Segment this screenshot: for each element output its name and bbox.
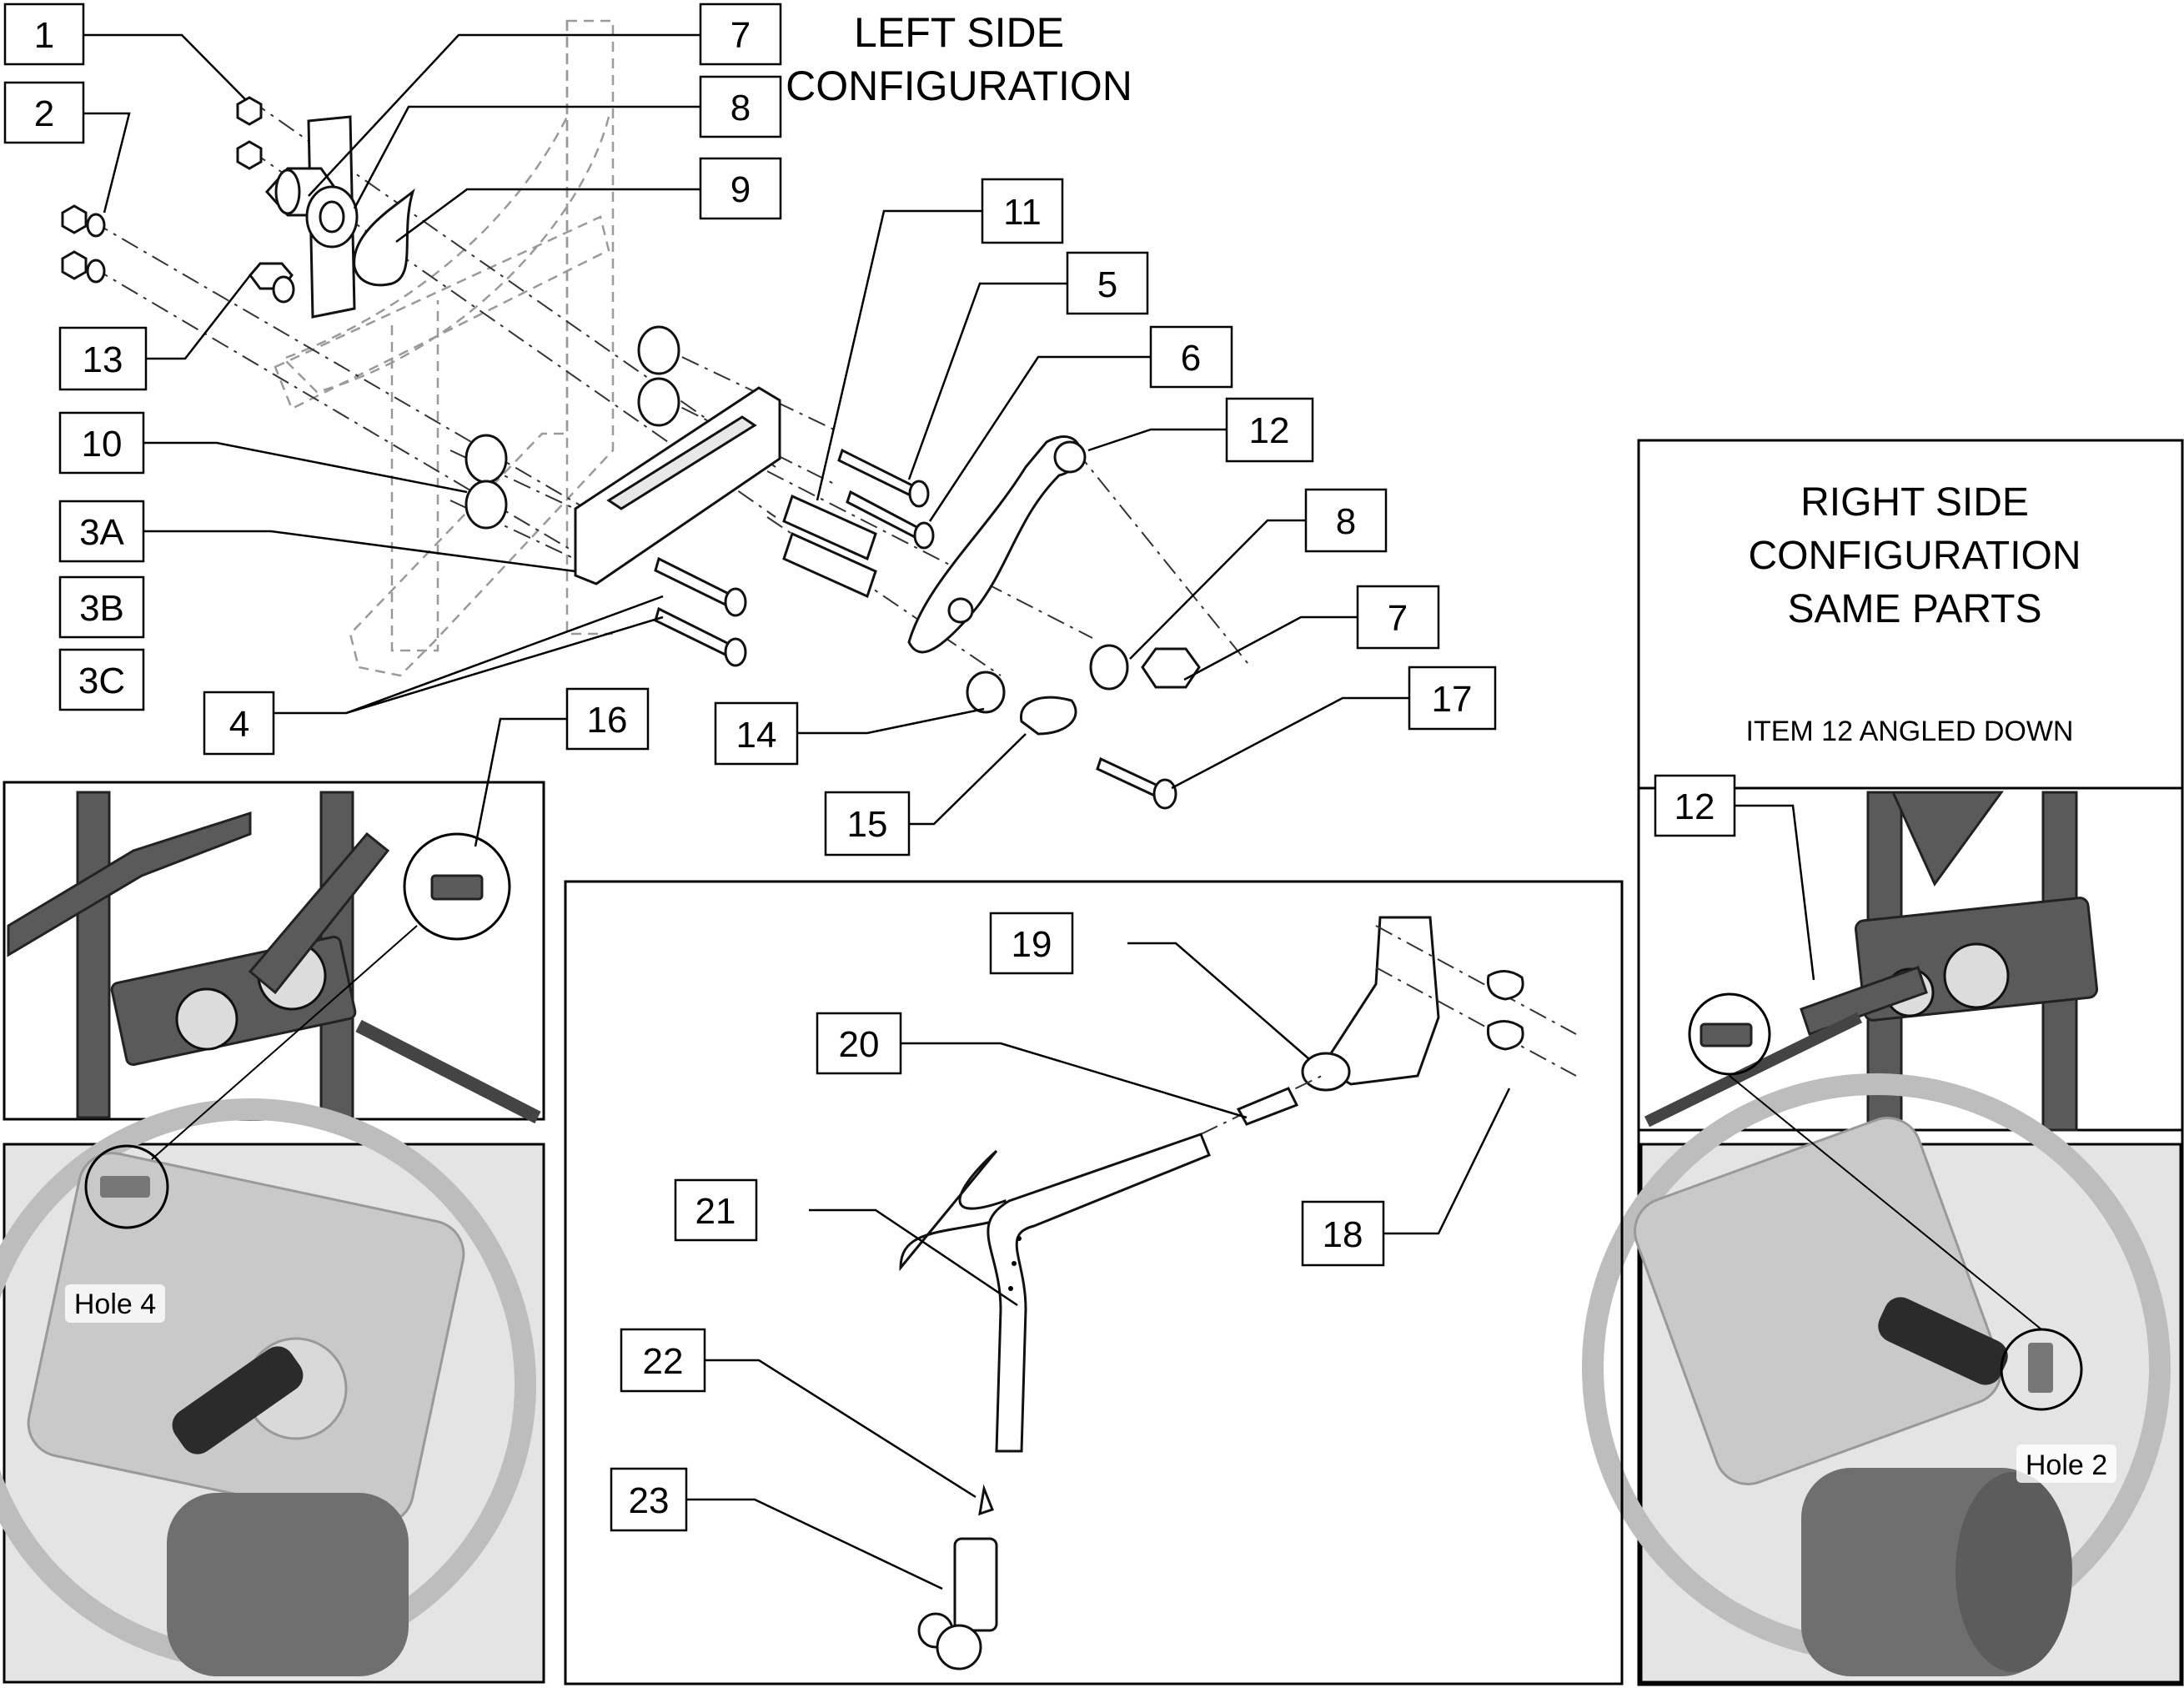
right-title-line2: CONFIGURATION xyxy=(1748,534,2081,578)
left-hole-circle xyxy=(84,1144,169,1229)
callout-18: 18 xyxy=(1301,1200,1385,1267)
callout-3B: 3B xyxy=(58,575,145,639)
callout-12-right: 12 xyxy=(1654,774,1736,837)
callout-20: 20 xyxy=(816,1012,902,1075)
svg-text:12: 12 xyxy=(1249,410,1290,451)
callout-3C: 3C xyxy=(58,648,145,711)
left-detail-circle xyxy=(403,832,511,941)
svg-text:3C: 3C xyxy=(78,661,125,701)
callout-21: 21 xyxy=(674,1178,758,1242)
callout-15: 15 xyxy=(824,791,911,857)
right-detail-circle xyxy=(1688,992,1771,1076)
callout-16: 16 xyxy=(565,687,650,751)
left-title-line2: CONFIGURATION xyxy=(786,63,1132,109)
svg-text:21: 21 xyxy=(695,1191,736,1232)
callout-10: 10 xyxy=(58,411,145,475)
svg-text:5: 5 xyxy=(1097,264,1117,305)
right-title-line1: RIGHT SIDE xyxy=(1800,480,2029,525)
right-hole-label: Hole 2 xyxy=(2026,1449,2107,1481)
svg-text:15: 15 xyxy=(847,804,888,845)
callout-13: 13 xyxy=(58,326,148,391)
svg-text:3A: 3A xyxy=(79,512,124,553)
left-wheel-photo: Hole 4 xyxy=(0,925,545,1684)
svg-text:17: 17 xyxy=(1432,679,1473,720)
svg-text:16: 16 xyxy=(587,700,628,741)
svg-text:9: 9 xyxy=(731,169,751,210)
callout-17: 17 xyxy=(1408,666,1497,731)
svg-text:8: 8 xyxy=(731,88,751,128)
callout-23: 23 xyxy=(610,1467,688,1532)
left-hole-label: Hole 4 xyxy=(74,1289,156,1320)
callout-11: 11 xyxy=(981,178,1064,244)
svg-text:10: 10 xyxy=(82,424,123,465)
callout-1: 1 xyxy=(3,3,85,66)
svg-text:14: 14 xyxy=(736,715,777,756)
callout-22: 22 xyxy=(620,1328,706,1393)
hardware-parts xyxy=(61,96,1201,810)
callout-2: 2 xyxy=(3,81,85,144)
right-title-line3: SAME PARTS xyxy=(1788,587,2042,631)
callout-19: 19 xyxy=(989,912,1074,975)
caster-arm-panel xyxy=(564,880,1624,1685)
callout-3A: 3A xyxy=(58,500,145,563)
svg-text:19: 19 xyxy=(1012,924,1052,965)
right-wheel-photo: Hole 2 xyxy=(1582,1073,2182,1684)
callout-12-main: 12 xyxy=(1225,397,1314,463)
svg-text:6: 6 xyxy=(1181,338,1201,379)
svg-text:7: 7 xyxy=(731,15,751,56)
svg-text:23: 23 xyxy=(629,1480,670,1521)
svg-text:1: 1 xyxy=(34,15,54,56)
callout-7-top: 7 xyxy=(699,3,782,66)
callout-4: 4 xyxy=(203,691,275,756)
left-title-line1: LEFT SIDE xyxy=(854,9,1064,56)
callout-7-main: 7 xyxy=(1356,585,1440,650)
right-note: ITEM 12 ANGLED DOWN xyxy=(1746,716,2074,747)
svg-text:20: 20 xyxy=(839,1024,880,1065)
callout-5: 5 xyxy=(1066,251,1149,315)
svg-text:4: 4 xyxy=(229,704,249,745)
caster-arm-assembly xyxy=(899,916,1577,1670)
left-side-title: LEFT SIDE CONFIGURATION xyxy=(786,9,1132,109)
svg-text:7: 7 xyxy=(1388,598,1408,639)
svg-text:11: 11 xyxy=(1003,192,1042,233)
right-side-title: RIGHT SIDE CONFIGURATION SAME PARTS ITEM… xyxy=(1746,480,2081,747)
svg-text:13: 13 xyxy=(83,339,123,380)
callout-8-top: 8 xyxy=(699,75,782,138)
svg-text:22: 22 xyxy=(643,1341,684,1382)
svg-text:18: 18 xyxy=(1323,1214,1363,1255)
left-assembled-view xyxy=(3,781,545,1124)
svg-text:2: 2 xyxy=(34,93,54,134)
svg-text:12: 12 xyxy=(1674,786,1715,827)
callout-6: 6 xyxy=(1149,325,1233,389)
svg-text:8: 8 xyxy=(1336,501,1356,542)
ghost-frame xyxy=(274,19,615,677)
callout-9: 9 xyxy=(699,157,782,220)
callout-14: 14 xyxy=(714,701,799,766)
svg-text:3B: 3B xyxy=(79,588,124,629)
right-assembled-view xyxy=(1637,786,2184,1132)
leader-lines xyxy=(83,33,1815,1590)
callout-8-main: 8 xyxy=(1304,488,1388,553)
